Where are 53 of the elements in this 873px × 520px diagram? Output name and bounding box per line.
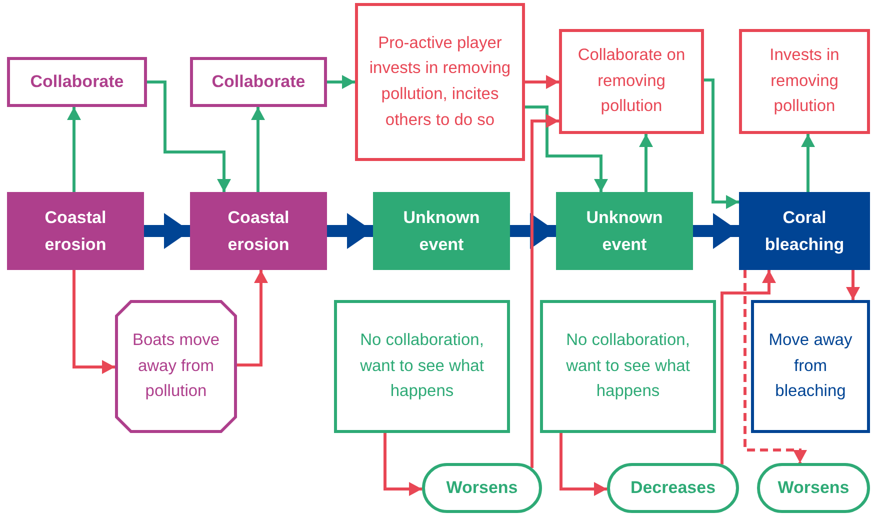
node-text: No collaboration, want to see what happens (359, 330, 485, 402)
arrow (704, 78, 739, 209)
arrow (525, 106, 608, 192)
event-box (190, 192, 327, 270)
arrow (846, 270, 860, 300)
node-text: No collaboration, want to see what happens (565, 330, 691, 402)
node-text: Collaborate on removing pollution (576, 45, 686, 118)
arrow (67, 107, 81, 192)
arrow (720, 270, 776, 464)
arrow (530, 114, 559, 468)
arrow (639, 134, 653, 192)
outcome-box (739, 29, 870, 134)
node-text: Pro-active player invests in removing pollution, incites others to do so (368, 32, 512, 131)
arrow (525, 75, 559, 89)
event-box (373, 192, 510, 270)
arrow (327, 213, 373, 249)
arrow (744, 270, 807, 463)
action-box (7, 57, 147, 107)
node-text: Coastal erosion (44, 206, 108, 256)
arrow (560, 433, 607, 496)
result-pill (757, 463, 870, 513)
node-text: Coastal erosion (226, 206, 290, 256)
action-box (190, 57, 327, 107)
outcome-box (540, 300, 716, 433)
node-text: Move away from bleaching (768, 330, 854, 402)
outcome-box (334, 300, 510, 433)
arrow (147, 80, 231, 192)
node-text: Unknown event (585, 206, 664, 256)
node-text: Collaborate (30, 70, 124, 93)
node-text: Decreases (630, 476, 716, 499)
node-text: Worsens (778, 476, 850, 499)
arrow (384, 433, 422, 496)
event-box (556, 192, 693, 270)
node-text: Collaborate (212, 70, 306, 93)
node-text: Coral bleaching (764, 206, 846, 256)
outcome-box (559, 29, 704, 134)
arrow (144, 213, 190, 249)
node-text: Worsens (446, 476, 518, 499)
outcome-box (355, 3, 525, 161)
result-pill (422, 463, 542, 513)
node-text: Boats move away from pollution (131, 330, 221, 402)
outcome-box (751, 300, 870, 433)
event-box (7, 192, 144, 270)
arrow (510, 213, 556, 249)
result-pill (607, 463, 739, 513)
arrow (251, 107, 265, 192)
arrow (237, 270, 268, 366)
event-box (739, 192, 870, 270)
arrow (72, 270, 115, 374)
arrow (801, 134, 815, 192)
node-text: Invests in removing pollution (768, 45, 840, 118)
node-text: Unknown event (402, 206, 481, 256)
arrow (327, 75, 355, 89)
